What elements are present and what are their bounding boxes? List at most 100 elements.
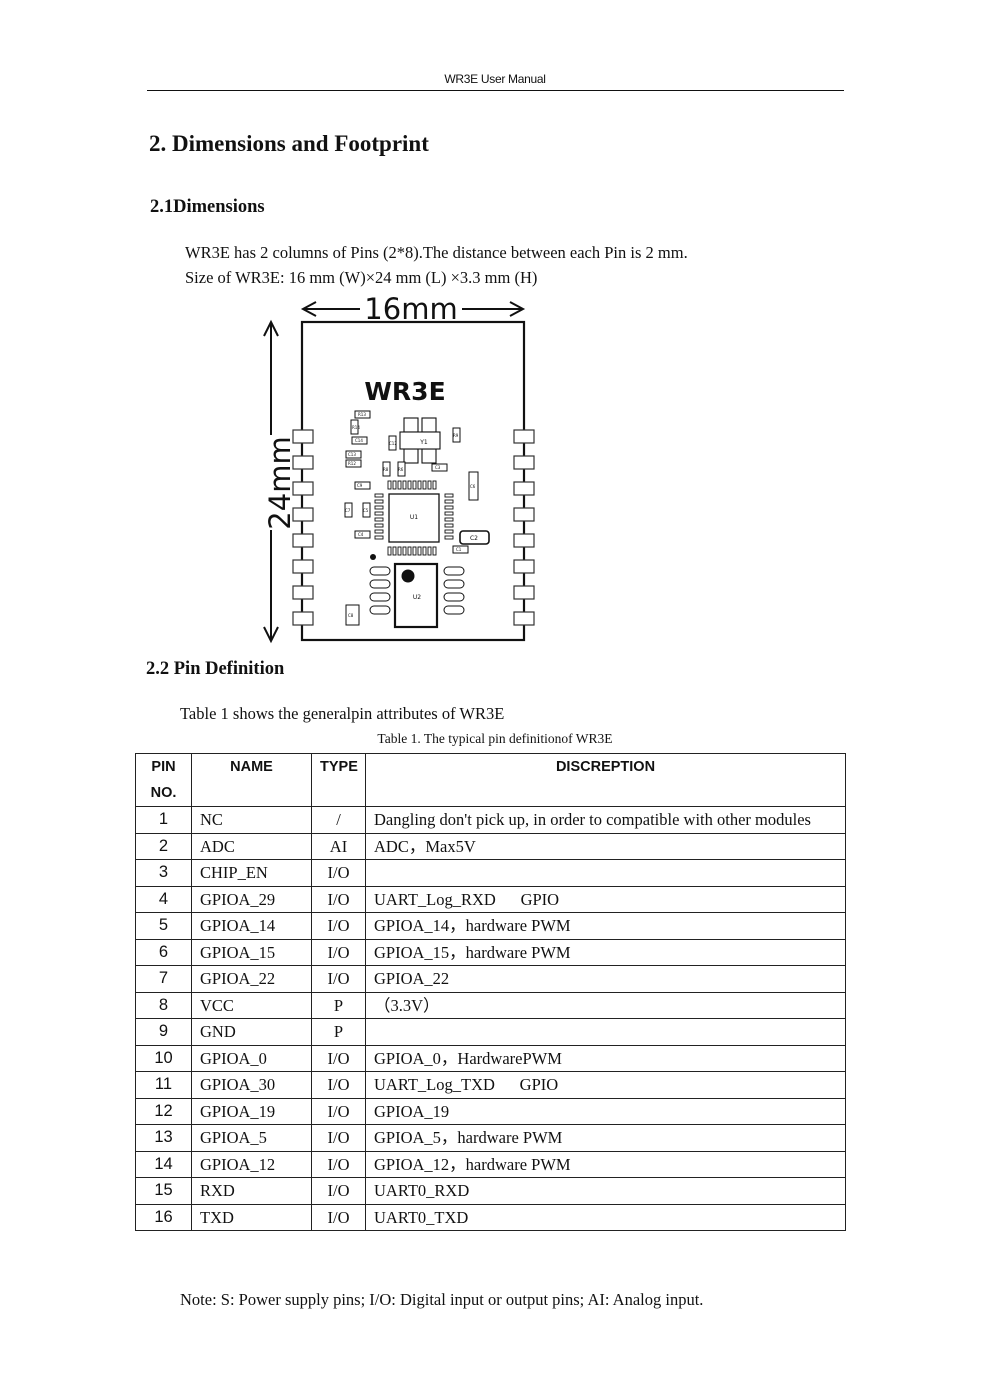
pin-name: GPIOA_15 bbox=[191, 938, 312, 966]
pin-type: I/O bbox=[311, 938, 366, 966]
pin-definition-intro: Table 1 shows the generalpin attributes … bbox=[180, 704, 505, 723]
pin-number: 11 bbox=[135, 1071, 192, 1099]
left-pin-pads bbox=[292, 429, 314, 626]
pin-name: GPIOA_0 bbox=[191, 1044, 312, 1072]
table-note: Note: S: Power supply pins; I/O: Digital… bbox=[180, 1290, 704, 1309]
pin-number: 6 bbox=[135, 938, 192, 966]
chip-u2-label: U2 bbox=[413, 594, 421, 601]
pin-number: 1 bbox=[135, 806, 192, 834]
pin-description: GPIOA_5，hardware PWM bbox=[365, 1124, 846, 1152]
page-header-title: WR3E User Manual bbox=[444, 72, 546, 86]
comp-label: C8 bbox=[348, 613, 354, 618]
pin-type: I/O bbox=[311, 1177, 366, 1205]
pin-type: I/O bbox=[311, 1150, 366, 1178]
comp-label: C1 bbox=[456, 547, 462, 552]
pin-name: GPIOA_14 bbox=[191, 912, 312, 940]
pin-type: I/O bbox=[311, 859, 366, 887]
pin-type: I/O bbox=[311, 885, 366, 913]
pin-description: UART_Log_TXD GPIO bbox=[365, 1071, 846, 1099]
pin-name: GPIOA_12 bbox=[191, 1150, 312, 1178]
comp-label: C7 bbox=[345, 508, 351, 513]
pin-name: GPIOA_22 bbox=[191, 965, 312, 993]
chip-u1-label: U1 bbox=[410, 514, 418, 521]
pin-description: GPIOA_12，hardware PWM bbox=[365, 1150, 846, 1178]
pin-number: 14 bbox=[135, 1150, 192, 1178]
header-description: DISCREPTION bbox=[365, 753, 846, 807]
pin-number: 10 bbox=[135, 1044, 192, 1072]
header-rule bbox=[147, 90, 844, 91]
pin-number: 2 bbox=[135, 832, 192, 860]
pin-number: 12 bbox=[135, 1097, 192, 1125]
pin-name: GPIOA_29 bbox=[191, 885, 312, 913]
pin-description: UART0_RXD bbox=[365, 1177, 846, 1205]
pin-number: 4 bbox=[135, 885, 192, 913]
pin-name: TXD bbox=[191, 1203, 312, 1231]
pin-description: GPIOA_19 bbox=[365, 1097, 846, 1125]
pin-description: ADC，Max5V bbox=[365, 832, 846, 860]
pin-number: 3 bbox=[135, 859, 192, 887]
dimensions-heading: 2.1Dimensions bbox=[150, 197, 265, 217]
comp-label: R6 bbox=[398, 467, 404, 472]
chip-u2: U2 bbox=[369, 562, 465, 629]
pin-description: GPIOA_0，HardwarePWM bbox=[365, 1044, 846, 1072]
comp-label: C3 bbox=[435, 465, 441, 470]
pin-number: 5 bbox=[135, 912, 192, 940]
right-pin-pads bbox=[513, 429, 535, 626]
pin-description: GPIOA_14，hardware PWM bbox=[365, 912, 846, 940]
pin-name: GPIOA_5 bbox=[191, 1124, 312, 1152]
comp-label: C14 bbox=[355, 438, 363, 443]
width-dimension: 16mm bbox=[300, 292, 526, 326]
comp-label: C5 bbox=[363, 508, 369, 513]
pin-number: 16 bbox=[135, 1203, 192, 1231]
module-dimension-diagram: 16mm 24mm WR3E Y1 bbox=[263, 292, 535, 644]
pin-name: RXD bbox=[191, 1177, 312, 1205]
table-caption: Table 1. The typical pin definitionof WR… bbox=[377, 731, 613, 746]
comp-label: C12 bbox=[389, 441, 397, 446]
passive-components bbox=[344, 410, 479, 626]
pin-name: GND bbox=[191, 1018, 312, 1046]
pin-number: 13 bbox=[135, 1124, 192, 1152]
pin-type: I/O bbox=[311, 1097, 366, 1125]
pin-description: （3.3V） bbox=[365, 991, 846, 1019]
dimensions-line-1: WR3E has 2 columns of Pins (2*8).The dis… bbox=[185, 243, 688, 262]
pin-name: GPIOA_30 bbox=[191, 1071, 312, 1099]
pin-description bbox=[365, 1018, 846, 1046]
pin-type: I/O bbox=[311, 965, 366, 993]
pin-type: I/O bbox=[311, 912, 366, 940]
length-label: 24mm bbox=[263, 436, 297, 529]
pin-number: 8 bbox=[135, 991, 192, 1019]
pin-type: P bbox=[311, 1018, 366, 1046]
pin-description: GPIOA_15，hardware PWM bbox=[365, 938, 846, 966]
pin-number: 15 bbox=[135, 1177, 192, 1205]
comp-label: R9 bbox=[453, 433, 459, 438]
length-dimension: 24mm bbox=[263, 319, 297, 644]
chip-u1: U1 bbox=[370, 480, 454, 560]
pin-description: GPIOA_22 bbox=[365, 965, 846, 993]
comp-label: C6 bbox=[470, 484, 476, 489]
pin-type: / bbox=[311, 806, 366, 834]
module-label: WR3E bbox=[364, 377, 445, 406]
component-labels: R13 R14 C14 C13 R12 C12 R9 R8 R6 C3 C9 C… bbox=[345, 412, 476, 618]
header-type: TYPE bbox=[311, 753, 366, 807]
comp-label: C9 bbox=[357, 483, 363, 488]
crystal-y1 bbox=[399, 417, 441, 464]
pin-type: I/O bbox=[311, 1203, 366, 1231]
dimensions-line-2: Size of WR3E: 16 mm (W)×24 mm (L) ×3.3 m… bbox=[185, 268, 538, 287]
pin-description bbox=[365, 859, 846, 887]
pin-type: I/O bbox=[311, 1071, 366, 1099]
pin-name: CHIP_EN bbox=[191, 859, 312, 887]
